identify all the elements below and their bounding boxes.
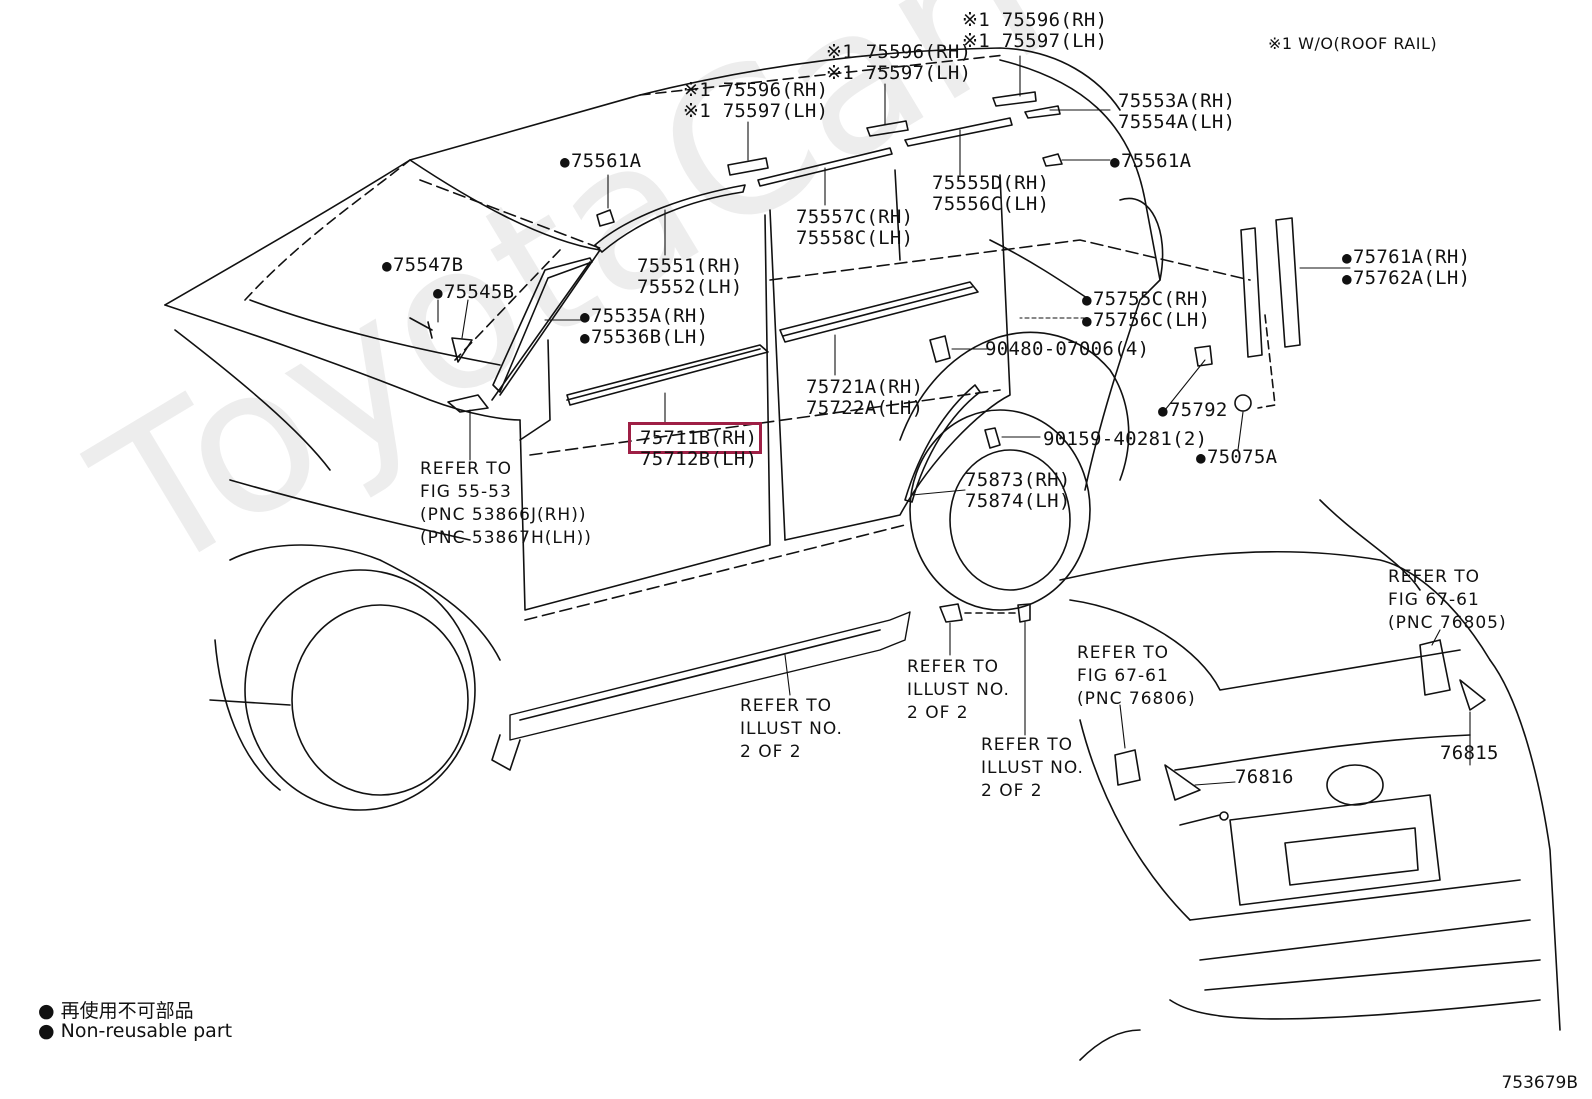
highlight-box	[628, 422, 762, 454]
label-75558c[interactable]: 75558C(LH)	[796, 227, 914, 249]
legend-line-2: Non-reusable part	[60, 1020, 233, 1042]
ref-fig-67-61-left[interactable]: REFER TO FIG 67-61 (PNC 76806)	[1077, 643, 1196, 709]
ref-fig-55-53[interactable]: REFER TO FIG 55-53 (PNC 53866J(RH)) (PNC…	[420, 459, 592, 548]
label-75551[interactable]: 75551(RH)	[637, 255, 743, 277]
label-75873[interactable]: 75873(RH)	[965, 469, 1071, 491]
label-90159[interactable]: 90159-40281(2)	[1043, 428, 1208, 450]
label-75596-top[interactable]: ※1 75596(RH)	[962, 9, 1108, 31]
note-without-roof-rail: ※1 W/O(ROOF RAIL)	[1268, 34, 1438, 53]
label-75874[interactable]: 75874(LH)	[965, 490, 1071, 512]
label-75722a[interactable]: 75722A(LH)	[806, 397, 924, 419]
leader-lines	[437, 55, 1471, 786]
label-75761a[interactable]: 75761A(RH)	[1342, 247, 1470, 268]
label-75762a[interactable]: 75762A(LH)	[1342, 268, 1470, 289]
label-75554a[interactable]: 75554A(LH)	[1118, 111, 1236, 133]
label-75553a[interactable]: 75553A(RH)	[1118, 90, 1236, 112]
figure-number: 753679B	[1501, 1073, 1578, 1093]
label-75536b[interactable]: 75536B(LH)	[580, 327, 708, 348]
label-75711b[interactable]: 75711B(RH)	[640, 427, 758, 449]
label-75756c[interactable]: 75756C(LH)	[1082, 310, 1210, 331]
label-75561a-right[interactable]: 75561A	[1110, 151, 1191, 172]
label-75597-low[interactable]: ※1 75597(LH)	[683, 100, 829, 122]
ref-illust-clip-2[interactable]: REFER TO ILLUST NO. 2 OF 2	[981, 735, 1084, 801]
label-75556c[interactable]: 75556C(LH)	[932, 193, 1050, 215]
vehicle-rear-view	[1059, 499, 1561, 1061]
label-75755c[interactable]: 75755C(RH)	[1082, 289, 1210, 310]
label-75712b[interactable]: 75712B(LH)	[640, 448, 758, 470]
legend-japanese: ● 再使用不可部品	[38, 996, 194, 1023]
label-75555d[interactable]: 75555D(RH)	[932, 172, 1050, 194]
label-90480[interactable]: 90480-07006(4)	[985, 338, 1150, 360]
label-75597-mid[interactable]: ※1 75597(LH)	[826, 62, 972, 84]
bullet-icon: ●	[38, 1000, 55, 1022]
label-76816[interactable]: 76816	[1235, 766, 1294, 788]
legend-line-1: 再使用不可部品	[60, 1000, 194, 1022]
label-76815[interactable]: 76815	[1440, 742, 1499, 764]
label-75535a[interactable]: 75535A(RH)	[580, 306, 708, 327]
ref-illust-clip-1[interactable]: REFER TO ILLUST NO. 2 OF 2	[907, 657, 1010, 723]
label-75547b[interactable]: 75547B	[382, 255, 463, 276]
label-75597-top[interactable]: ※1 75597(LH)	[962, 30, 1108, 52]
ref-illust-rocker[interactable]: REFER TO ILLUST NO. 2 OF 2	[740, 696, 843, 762]
label-75545b[interactable]: 75545B	[433, 282, 514, 303]
label-75075a[interactable]: 75075A	[1196, 447, 1277, 468]
label-75721a[interactable]: 75721A(RH)	[806, 376, 924, 398]
label-75557c[interactable]: 75557C(RH)	[796, 206, 914, 228]
vehicle-side-view	[164, 47, 1301, 811]
label-75792[interactable]: 75792	[1158, 400, 1228, 421]
bullet-icon: ●	[38, 1020, 55, 1042]
legend-english: ● Non-reusable part	[38, 1020, 232, 1042]
label-75561a-left[interactable]: 75561A	[560, 151, 641, 172]
label-75552[interactable]: 75552(LH)	[637, 276, 743, 298]
label-75596-mid[interactable]: ※1 75596(RH)	[826, 41, 972, 63]
label-75596-low[interactable]: ※1 75596(RH)	[683, 79, 829, 101]
ref-fig-67-61-right[interactable]: REFER TO FIG 67-61 (PNC 76805)	[1388, 567, 1507, 633]
